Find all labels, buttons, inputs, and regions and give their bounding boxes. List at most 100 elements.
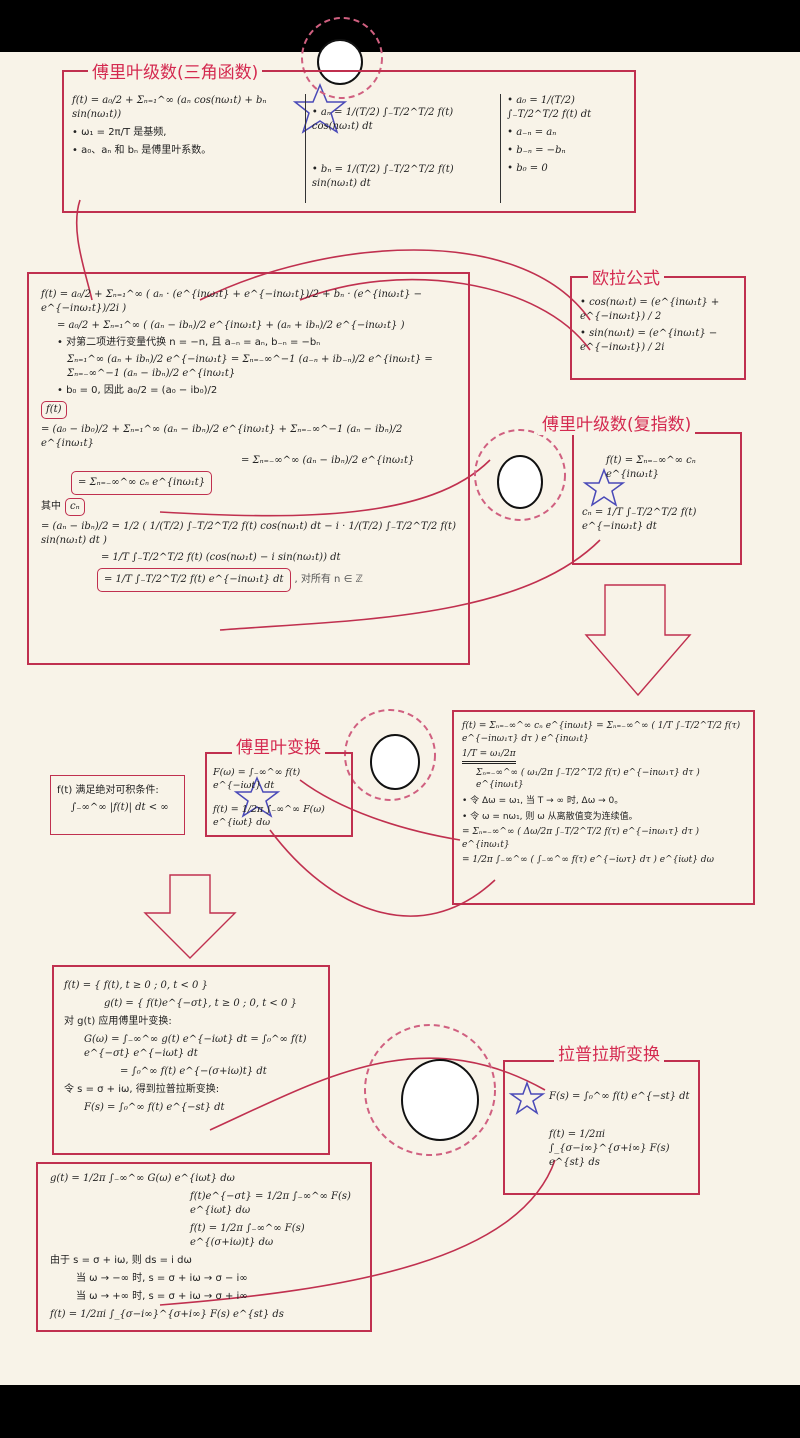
star-icon (292, 83, 348, 134)
integrability-formula: ∫₋∞^∞ |f(t)| dt < ∞ (71, 802, 169, 813)
derivation-line: = (a₀ − ib₀)/2 + Σₙ₌₁^∞ (aₙ − ibₙ)/2 e^{… (41, 424, 403, 449)
star-icon (508, 1080, 546, 1115)
derivation-result-highlight: = Σₙ₌₋∞^∞ cₙ e^{inω₁t} (71, 471, 213, 495)
integrability-box: f(t) 满足绝对可积条件: ∫₋∞^∞ |f(t)| dt < ∞ (50, 775, 185, 835)
laplace-derivation-line: F(s) = ∫₀^∞ f(t) e^{−st} dt (84, 1102, 225, 1113)
ft-derivation-line: • 令 ω = nω₁, 则 ω 从离散值变为连续值。 (462, 811, 638, 822)
inverse-line: f(t) = 1/2π ∫₋∞^∞ F(s) e^{(σ+iω)t} dω (190, 1223, 305, 1248)
bear-mascot-icon (401, 1059, 479, 1141)
derivation-line: = a₀/2 + Σₙ₌₁^∞ ( (aₙ − ibₙ)/2 e^{inω₁t}… (57, 320, 405, 331)
cn-result-highlight: = 1/T ∫₋T/2^T/2 f(t) e^{−inω₁t} dt (97, 568, 291, 592)
arrow-cn-to-complex (159, 459, 491, 517)
trig-note: • ω₁ = 2π/T 是基频, (72, 127, 167, 138)
euler-title: 欧拉公式 (588, 264, 664, 289)
laplace-derivation-line: 对 g(t) 应用傅里叶变换: (64, 1016, 172, 1027)
ft-derivation-line: = Σₙ₌₋∞^∞ ( Δω/2π ∫₋T/2^T/2 f(τ) e^{−inω… (462, 827, 700, 850)
down-arrow-1 (584, 584, 692, 697)
fourier-transform-title: 傅里叶变换 (232, 733, 325, 758)
inverse-line: 当 ω → +∞ 时, s = σ + iω → σ + i∞ (76, 1291, 248, 1302)
arrow-inverse-to-laplace (159, 1159, 556, 1306)
bear-mascot-icon (317, 39, 363, 85)
derivation-line: f(t) = a₀/2 + Σₙ₌₁^∞ ( aₙ · (e^{inω₁t} +… (41, 289, 422, 314)
derivation-where: 其中 (41, 501, 61, 512)
coef-an: • aₙ = 1/(T/2) ∫₋T/2^T/2 f(t) cos(nω₁t) … (311, 107, 454, 133)
derivation-cn-row: 其中 cₙ = (aₙ − ibₙ)/2 = 1/2 ( 1/(T/2) ∫₋T… (41, 498, 456, 548)
arrow-ft-left (269, 829, 496, 917)
trig-coefficients: • aₙ = 1/(T/2) ∫₋T/2^T/2 f(t) cos(nω₁t) … (304, 94, 490, 203)
mascot-halo (364, 1024, 496, 1156)
down-arrow-2 (143, 874, 237, 959)
derivation-line: Σₙ₌₁^∞ (aₙ + ibₙ)/2 e^{−inω₁t} = Σₙ₌₋∞^−… (67, 354, 433, 379)
laplace-derivation-line: = ∫₀^∞ f(t) e^{−(σ+iω)t} dt (120, 1066, 267, 1077)
derivation-line: • b₀ = 0, 因此 a₀/2 = (a₀ − ib₀)/2 (57, 385, 218, 396)
complex-coef-formula: cₙ = 1/T ∫₋T/2^T/2 f(t) e^{−inω₁t} dt (582, 507, 697, 532)
mascot-halo (344, 709, 436, 801)
star-icons (233, 83, 626, 1115)
ft-derivation-line: • 令 Δω = ω₁, 当 T → ∞ 时, Δω → 0。 (462, 795, 624, 806)
coef-bn: • bₙ = 1/(T/2) ∫₋T/2^T/2 f(t) sin(nω₁t) … (311, 163, 454, 189)
euler-cos: • cos(nω₁t) = (e^{inω₁t} + e^{−inω₁t}) /… (580, 297, 720, 322)
star-icon (233, 776, 281, 818)
mascot-halo (474, 429, 566, 521)
cn-highlight: cₙ (65, 498, 85, 516)
prop-a-neg: • a₋ₙ = aₙ (507, 127, 557, 138)
laplace-transform-title: 拉普拉斯变换 (554, 1040, 664, 1065)
ft-derivation-line: f(t) = Σₙ₌₋∞^∞ cₙ e^{inω₁t} = Σₙ₌₋∞^∞ ( … (462, 721, 741, 744)
inverse-line: f(t)e^{−σt} = 1/2π ∫₋∞^∞ F(s) e^{iωt} dω (190, 1191, 351, 1216)
derivation-cn-result-row: = 1/T ∫₋T/2^T/2 f(t) e^{−inω₁t} dt , 对所有… (41, 568, 456, 592)
prop-a0: • a₀ = 1/(T/2) ∫₋T/2^T/2 f(t) dt (507, 95, 592, 120)
trig-note: • a₀、aₙ 和 bₙ 是傅里叶系数。 (72, 145, 212, 156)
ft-derivation-box: f(t) = Σₙ₌₋∞^∞ cₙ e^{inω₁t} = Σₙ₌₋∞^∞ ( … (452, 710, 755, 905)
trig-series-title: 傅里叶级数(三角函数) (88, 58, 263, 83)
fourier-transform-box: F(ω) = ∫₋∞^∞ f(t) e^{−iωt} dt f(t) = 1/2… (205, 752, 353, 838)
derivation-line: = Σₙ₌₋∞^∞ (aₙ − ibₙ)/2 e^{inω₁t} (241, 455, 415, 466)
laplace-derivation-line: f(t) = { f(t), t ≥ 0 ; 0, t < 0 } (64, 980, 208, 991)
derivation-line: • 对第二项进行变量代换 n = −n, 且 a₋ₙ = aₙ, b₋ₙ = −… (57, 337, 321, 348)
derivation-note: , 对所有 n ∈ ℤ (294, 574, 363, 585)
prop-b0: • b₀ = 0 (507, 163, 548, 174)
arrow-cn-formula-to-complex (219, 539, 601, 631)
bear-mascot-icon (497, 455, 543, 509)
integrability-text: f(t) 满足绝对可积条件: (57, 785, 159, 796)
inverse-line: f(t) = 1/2πi ∫_{σ−i∞}^{σ+i∞} F(s) e^{st}… (50, 1309, 284, 1320)
laplace-derivation-line: G(ω) = ∫₋∞^∞ g(t) e^{−iωt} dt = ∫₀^∞ f(t… (84, 1034, 307, 1059)
trig-properties: • a₀ = 1/(T/2) ∫₋T/2^T/2 f(t) dt • a₋ₙ =… (500, 94, 626, 203)
euler-box: • cos(nω₁t) = (e^{inω₁t} + e^{−inω₁t}) /… (570, 276, 746, 380)
derivation-line: = (aₙ − ibₙ)/2 = 1/2 ( 1/(T/2) ∫₋T/2^T/2… (41, 521, 456, 546)
bear-mascot-icon (370, 734, 420, 790)
laplace-inverse: f(t) = 1/2πi ∫_{σ−i∞}^{σ+i∞} F(s) e^{st}… (549, 1129, 670, 1168)
inverse-line: 由于 s = σ + iω, 则 ds = i dω (50, 1255, 192, 1266)
prop-b-neg: • b₋ₙ = −bₙ (507, 145, 566, 156)
derivation-line: = 1/T ∫₋T/2^T/2 f(t) (cos(nω₁t) − i sin(… (101, 552, 341, 563)
arrow-laplace-to-box (209, 1057, 546, 1131)
ft-forward: F(ω) = ∫₋∞^∞ f(t) e^{−iωt} dt (213, 767, 301, 792)
complex-series-title: 傅里叶级数(复指数) (538, 410, 696, 435)
derivation-ft-row: f(t) = (a₀ − ib₀)/2 + Σₙ₌₁^∞ (aₙ − ibₙ)/… (41, 401, 456, 451)
arrow-euler-cos (199, 249, 591, 321)
arrow-trig-to-derivation (75, 199, 93, 301)
laplace-derivation-line: g(t) = { f(t)e^{−σt}, t ≥ 0 ; 0, t < 0 } (104, 998, 297, 1009)
trig-series-box: f(t) = a₀/2 + Σₙ₌₁^∞ (aₙ cos(nω₁t) + bₙ … (62, 70, 636, 213)
ft-derivation-line: 1/T = ω₁/2π (462, 748, 516, 764)
laplace-forward: F(s) = ∫₀^∞ f(t) e^{−st} dt (549, 1091, 690, 1102)
complex-derivation-box: f(t) = a₀/2 + Σₙ₌₁^∞ ( aₙ · (e^{inω₁t} +… (27, 272, 470, 665)
ft-highlight: f(t) (41, 401, 67, 419)
star-icon (582, 467, 626, 507)
derivation-result-row: = Σₙ₌₋∞^∞ cₙ e^{inω₁t} (41, 471, 456, 495)
trig-series-main: f(t) = a₀/2 + Σₙ₌₁^∞ (aₙ cos(nω₁t) + bₙ … (72, 94, 295, 203)
ft-derivation-line: = 1/2π ∫₋∞^∞ ( ∫₋∞^∞ f(τ) e^{−iωτ} dτ ) … (462, 855, 714, 866)
arrow-euler-sin (299, 278, 591, 351)
laplace-transform-box: F(s) = ∫₀^∞ f(t) e^{−st} dt f(t) = 1/2πi… (503, 1060, 700, 1195)
complex-series-formula: f(t) = Σₙ₌₋∞^∞ cₙ e^{inω₁t} (606, 455, 696, 480)
inverse-line: g(t) = 1/2π ∫₋∞^∞ G(ω) e^{iωt} dω (50, 1173, 235, 1184)
laplace-derivation-box: f(t) = { f(t), t ≥ 0 ; 0, t < 0 } g(t) =… (52, 965, 330, 1155)
ft-derivation-line: Σₙ₌₋∞^∞ ( ω₁/2π ∫₋T/2^T/2 f(τ) e^{−inω₁τ… (476, 767, 700, 791)
arrow-ft-right (299, 779, 461, 841)
complex-series-box: f(t) = Σₙ₌₋∞^∞ cₙ e^{inω₁t} cₙ = 1/T ∫₋T… (572, 432, 742, 565)
laplace-derivation-line: 令 s = σ + iω, 得到拉普拉斯变换: (64, 1084, 220, 1095)
ft-inverse: f(t) = 1/2π ∫₋∞^∞ F(ω) e^{iωt} dω (213, 803, 325, 828)
trig-series-formula: f(t) = a₀/2 + Σₙ₌₁^∞ (aₙ cos(nω₁t) + bₙ … (72, 95, 267, 120)
inverse-line: 当 ω → −∞ 时, s = σ + iω → σ − i∞ (76, 1273, 248, 1284)
mascot-halo (301, 17, 383, 99)
euler-sin: • sin(nω₁t) = (e^{inω₁t} − e^{−inω₁t}) /… (580, 328, 718, 353)
